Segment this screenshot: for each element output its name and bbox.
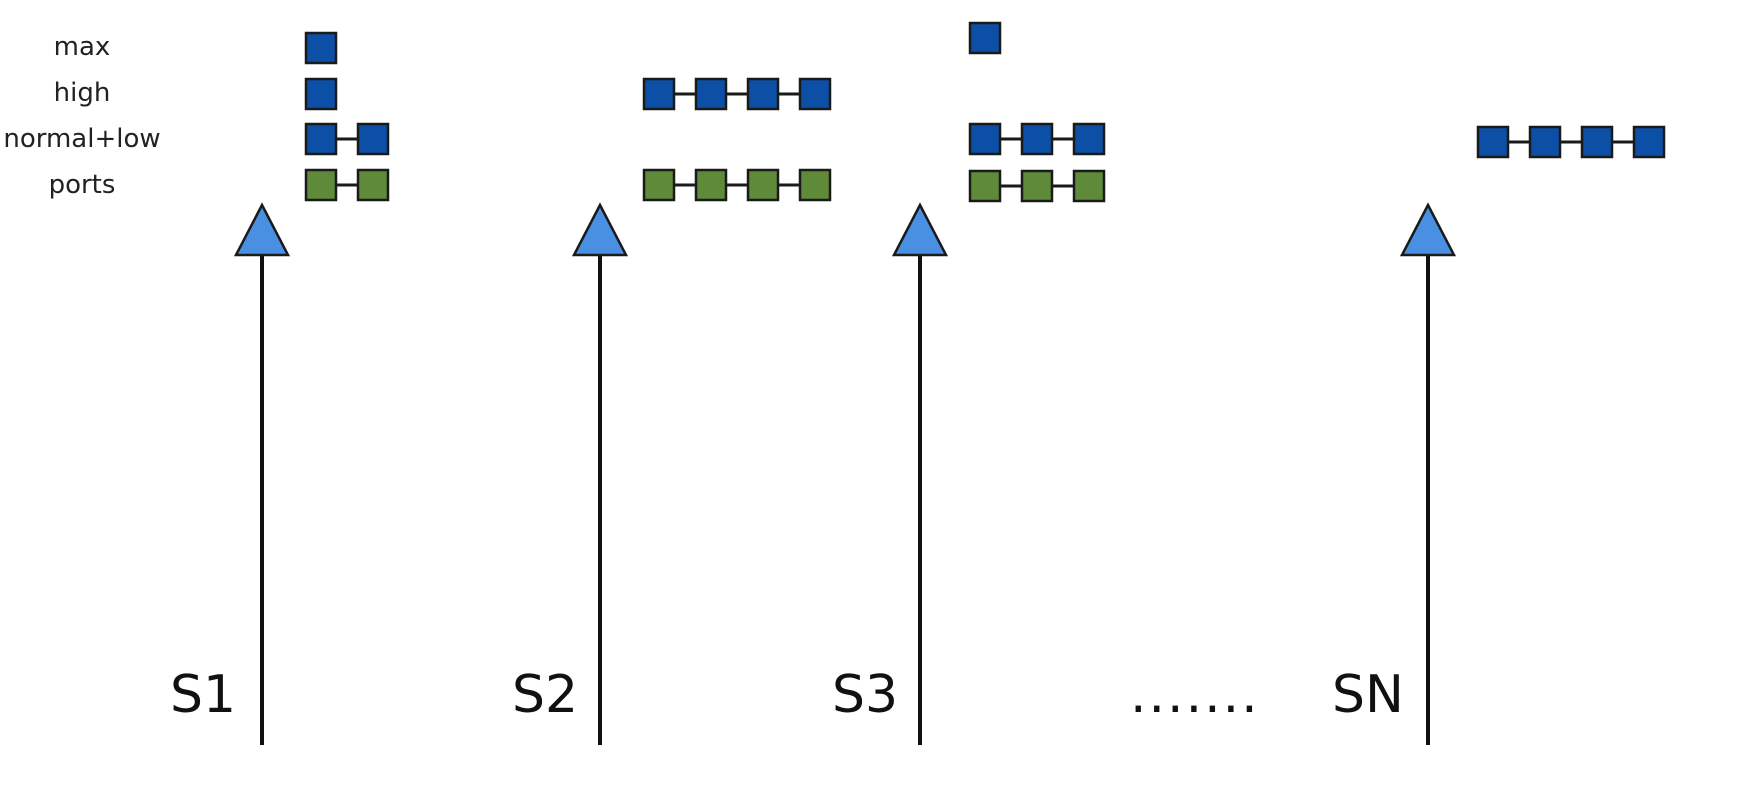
arrow-head-sn bbox=[1399, 202, 1457, 257]
process-box-sn-normal-low bbox=[1632, 125, 1666, 159]
process-box-s2-high bbox=[694, 77, 728, 111]
process-box-s1-normal-low bbox=[356, 122, 390, 156]
scheduler-label-s2: S2 bbox=[512, 665, 579, 725]
port-box-s3-ports bbox=[1020, 169, 1054, 203]
scheduler-label-sn: SN bbox=[1332, 665, 1404, 725]
arrow-head-s3 bbox=[891, 202, 949, 257]
process-box-s2-high bbox=[746, 77, 780, 111]
process-box-s3-max bbox=[968, 21, 1002, 55]
port-box-s1-ports bbox=[304, 168, 338, 202]
port-box-s2-ports bbox=[746, 168, 780, 202]
port-box-s1-ports bbox=[356, 168, 390, 202]
port-box-s2-ports bbox=[642, 168, 676, 202]
process-box-s1-high bbox=[304, 77, 338, 111]
process-box-s2-high bbox=[798, 77, 832, 111]
port-box-s2-ports bbox=[694, 168, 728, 202]
process-box-s1-normal-low bbox=[304, 122, 338, 156]
arrow-head-s2 bbox=[571, 202, 629, 257]
process-box-sn-normal-low bbox=[1580, 125, 1614, 159]
port-box-s3-ports bbox=[1072, 169, 1106, 203]
row-label-max: max bbox=[53, 32, 111, 62]
ellipsis: ....... bbox=[1130, 665, 1260, 725]
scheduler-label-s3: S3 bbox=[832, 665, 899, 725]
process-box-s3-normal-low bbox=[1020, 122, 1054, 156]
scheduler-label-s1: S1 bbox=[170, 665, 237, 725]
process-box-sn-normal-low bbox=[1528, 125, 1562, 159]
process-box-s3-normal-low bbox=[1072, 122, 1106, 156]
row-label-normal-low: normal+low bbox=[3, 124, 161, 154]
port-box-s2-ports bbox=[798, 168, 832, 202]
process-box-sn-normal-low bbox=[1476, 125, 1510, 159]
port-box-s3-ports bbox=[968, 169, 1002, 203]
row-label-ports: ports bbox=[48, 170, 116, 200]
arrow-head-s1 bbox=[233, 202, 291, 257]
row-label-high: high bbox=[53, 78, 111, 108]
process-box-s1-max bbox=[304, 31, 338, 65]
process-box-s3-normal-low bbox=[968, 122, 1002, 156]
process-box-s2-high bbox=[642, 77, 676, 111]
